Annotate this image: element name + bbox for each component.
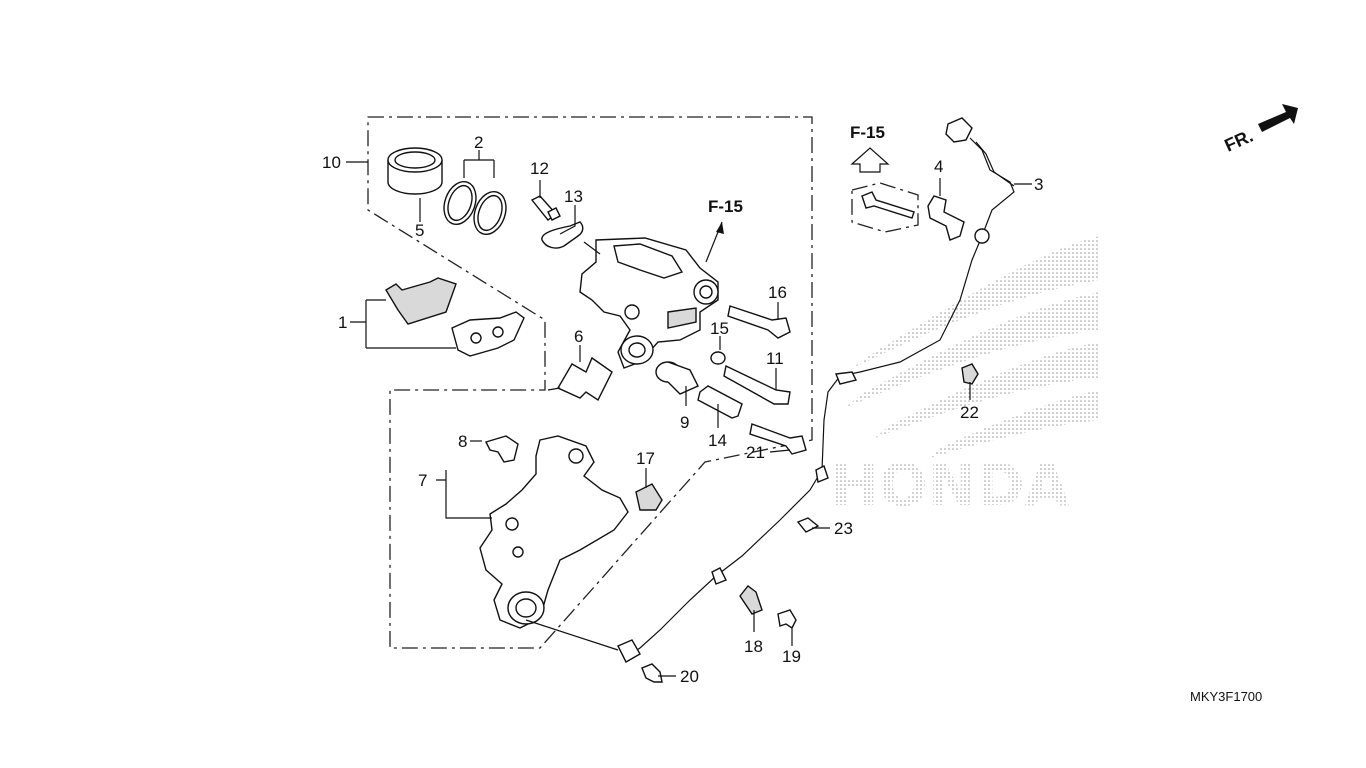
bleeder-screw xyxy=(530,195,561,221)
caliper-body xyxy=(579,237,719,369)
honda-wing-watermark: HONDA xyxy=(830,236,1100,519)
callout-11[interactable]: 11 xyxy=(766,349,784,368)
front-direction-arrow-icon xyxy=(1258,104,1298,132)
callout-6[interactable]: 6 xyxy=(574,327,583,346)
honda-watermark-text: HONDA xyxy=(830,451,1070,519)
callout-12[interactable]: 12 xyxy=(530,159,549,178)
pad-spring xyxy=(557,356,613,402)
assembly-outline xyxy=(367,116,813,649)
callout-15[interactable]: 15 xyxy=(710,319,729,338)
callout-9[interactable]: 9 xyxy=(680,413,689,432)
sensor-bracket xyxy=(927,195,965,241)
up-arrow-icon xyxy=(850,147,890,173)
leader-lines xyxy=(346,150,1032,677)
callout-7[interactable]: 7 xyxy=(418,471,427,490)
washer xyxy=(710,351,726,365)
brake-pads xyxy=(385,277,525,357)
callout-16[interactable]: 16 xyxy=(768,283,787,302)
sensor-bolt xyxy=(641,663,663,683)
callout-21[interactable]: 21 xyxy=(746,443,765,462)
pointer-arrow-icon xyxy=(716,222,724,234)
bolt-outline xyxy=(851,182,919,233)
wheel-speed-sensor xyxy=(617,117,1015,663)
clip xyxy=(796,517,820,533)
callout-20[interactable]: 20 xyxy=(680,667,699,686)
front-direction-label: FR. xyxy=(1221,126,1256,156)
bleeder-cap xyxy=(541,221,584,249)
callout-13[interactable]: 13 xyxy=(564,187,583,206)
callout-22[interactable]: 22 xyxy=(960,403,979,422)
callout-17[interactable]: 17 xyxy=(636,449,655,468)
boot xyxy=(655,361,699,395)
pin-boot xyxy=(635,483,663,511)
wire-clamp xyxy=(739,585,763,615)
callout-23[interactable]: 23 xyxy=(834,519,853,538)
caliper-bracket xyxy=(479,435,629,629)
grommet xyxy=(961,363,979,385)
clamp-bolt xyxy=(777,609,797,630)
callout-2[interactable]: 2 xyxy=(474,133,483,152)
callout-5[interactable]: 5 xyxy=(415,221,424,240)
callout-numbers: 10 2 5 12 13 1 6 8 7 9 14 15 16 11 21 17… xyxy=(322,133,1043,686)
callout-14[interactable]: 14 xyxy=(708,431,727,450)
pad-retainer xyxy=(485,435,519,463)
piston xyxy=(387,147,443,195)
diagram-code: MKY3F1700 xyxy=(1190,689,1262,704)
callout-18[interactable]: 18 xyxy=(744,637,763,656)
sleeve xyxy=(697,385,743,419)
flange-bolt xyxy=(749,423,807,455)
reference-label[interactable]: F-15 xyxy=(850,123,885,142)
piston-seals xyxy=(443,180,507,236)
callout-19[interactable]: 19 xyxy=(782,647,801,666)
callout-8[interactable]: 8 xyxy=(458,432,467,451)
callout-3[interactable]: 3 xyxy=(1034,175,1043,194)
callout-10[interactable]: 10 xyxy=(322,153,341,172)
callout-1[interactable]: 1 xyxy=(338,313,347,332)
caliper-pin xyxy=(727,305,791,339)
reference-label[interactable]: F-15 xyxy=(708,197,743,216)
callout-4[interactable]: 4 xyxy=(934,157,943,176)
pin-bolt xyxy=(723,364,791,405)
mounting-bolt xyxy=(861,191,915,219)
